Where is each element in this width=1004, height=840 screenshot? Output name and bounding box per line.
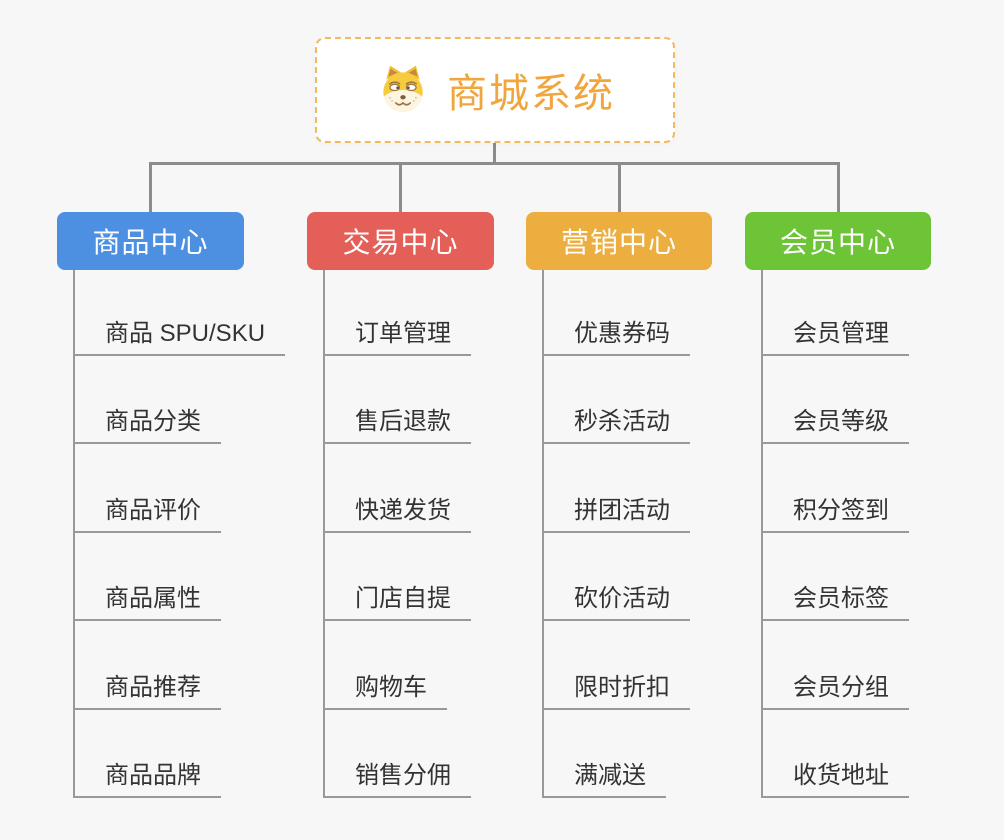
- leaf-item-member-tag[interactable]: 会员标签: [763, 573, 909, 621]
- leaf-item-flash-sale[interactable]: 秒杀活动: [544, 396, 690, 444]
- doge-icon: [375, 62, 431, 118]
- leaf-item-product-review[interactable]: 商品评价: [75, 485, 221, 533]
- leaf-item-member-management[interactable]: 会员管理: [763, 308, 909, 356]
- branch-node-product-center[interactable]: 商品中心: [57, 212, 244, 270]
- leaf-item-group-buy[interactable]: 拼团活动: [544, 485, 690, 533]
- branch-children-trade: 订单管理 售后退款 快递发货 门店自提 购物车 销售分佣: [323, 270, 563, 798]
- branch-node-marketing-center[interactable]: 营销中心: [526, 212, 712, 270]
- leaf-item-limited-time-discount[interactable]: 限时折扣: [544, 662, 690, 710]
- leaf-item-order-management[interactable]: 订单管理: [325, 308, 471, 356]
- connector-horizontal-bus: [149, 162, 839, 165]
- leaf-item-points-checkin[interactable]: 积分签到: [763, 485, 909, 533]
- leaf-item-after-sale-refund[interactable]: 售后退款: [325, 396, 471, 444]
- leaf-item-product-category[interactable]: 商品分类: [75, 396, 221, 444]
- leaf-item-express-delivery[interactable]: 快递发货: [325, 485, 471, 533]
- branch-children-marketing: 优惠券码 秒杀活动 拼团活动 砍价活动 限时折扣 满减送: [542, 270, 782, 798]
- leaf-item-spend-save[interactable]: 满减送: [544, 750, 666, 798]
- branch-node-member-center[interactable]: 会员中心: [745, 212, 931, 270]
- leaf-item-sales-commission[interactable]: 销售分佣: [325, 750, 471, 798]
- root-title: 商城系统: [447, 72, 615, 116]
- leaf-item-bargain-activity[interactable]: 砍价活动: [544, 573, 690, 621]
- connector-drop-trade: [399, 162, 402, 212]
- leaf-item-shopping-cart[interactable]: 购物车: [325, 662, 447, 710]
- root-node[interactable]: 商城系统: [315, 37, 675, 143]
- connector-root-stem: [493, 143, 496, 165]
- leaf-item-member-group[interactable]: 会员分组: [763, 662, 909, 710]
- connector-drop-member: [837, 162, 840, 212]
- branch-node-trade-center[interactable]: 交易中心: [307, 212, 494, 270]
- leaf-item-coupon-code[interactable]: 优惠券码: [544, 308, 690, 356]
- leaf-item-product-attribute[interactable]: 商品属性: [75, 573, 221, 621]
- branch-children-product: 商品 SPU/SKU 商品分类 商品评价 商品属性 商品推荐 商品品牌: [73, 270, 313, 798]
- leaf-item-product-recommend[interactable]: 商品推荐: [75, 662, 221, 710]
- leaf-item-member-level[interactable]: 会员等级: [763, 396, 909, 444]
- branch-children-member: 会员管理 会员等级 积分签到 会员标签 会员分组 收货地址: [761, 270, 1001, 798]
- leaf-item-product-spu-sku[interactable]: 商品 SPU/SKU: [75, 308, 286, 356]
- connector-drop-marketing: [618, 162, 621, 212]
- connector-drop-product: [149, 162, 152, 212]
- leaf-item-shipping-address[interactable]: 收货地址: [763, 750, 909, 798]
- leaf-item-product-brand[interactable]: 商品品牌: [75, 750, 221, 798]
- leaf-item-store-pickup[interactable]: 门店自提: [325, 573, 471, 621]
